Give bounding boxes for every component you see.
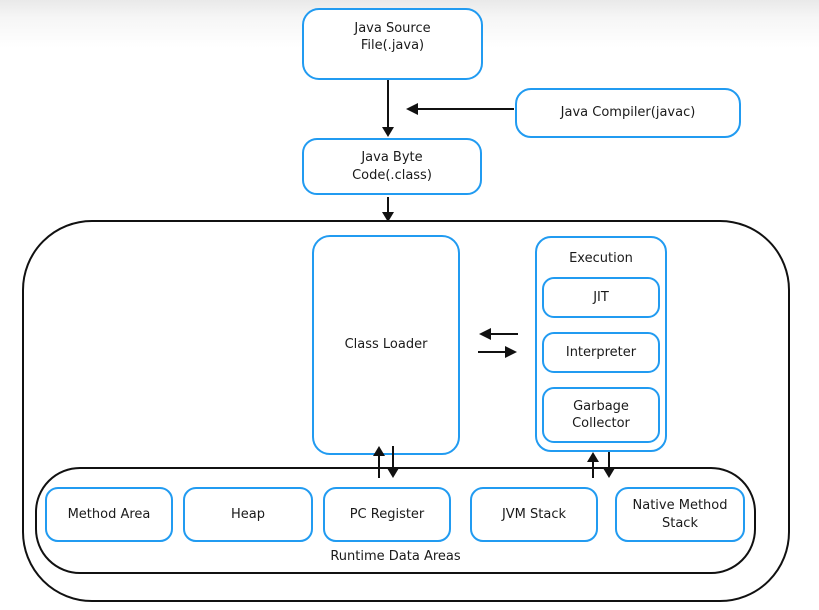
arrowhead-left-icon [406,103,418,115]
node-method-area: Method Area [45,487,173,542]
arrowhead-down-icon [382,127,394,137]
arrow-shaft [490,333,518,335]
arrow-shaft [387,80,389,128]
arrowhead-up-icon [373,446,385,456]
node-garbage-collector: Garbage Collector [542,387,660,443]
node-class-loader: Class Loader [312,235,460,455]
node-java-byte-code: Java Byte Code(.class) [302,138,482,195]
runtime-data-areas-label: Runtime Data Areas [330,548,461,564]
arrowhead-left-icon [479,328,491,340]
arrow-shaft [378,455,380,478]
node-jit: JIT [542,277,660,318]
arrowhead-right-icon [505,346,517,358]
arrowhead-down-icon [382,212,394,222]
arrow-shaft [416,108,514,110]
node-java-compiler: Java Compiler(javac) [515,88,741,138]
arrowhead-down-icon [603,468,615,478]
arrow-shaft [608,452,610,468]
arrow-shaft [392,446,394,468]
execution-title: Execution [569,251,633,266]
arrowhead-down-icon [387,468,399,478]
node-pc-register: PC Register [323,487,451,542]
node-jvm-stack: JVM Stack [470,487,598,542]
node-java-source-file: Java Source File(.java) [302,8,483,80]
arrowhead-up-icon [587,452,599,462]
execution-engine-container: Execution JIT Interpreter Garbage Collec… [535,236,667,452]
node-heap: Heap [183,487,313,542]
arrow-shaft [478,351,506,353]
node-native-method-stack: Native Method Stack [615,487,745,542]
arrow-shaft [387,197,389,212]
node-interpreter: Interpreter [542,332,660,373]
arrow-shaft [592,461,594,478]
jvm-container [22,220,790,602]
